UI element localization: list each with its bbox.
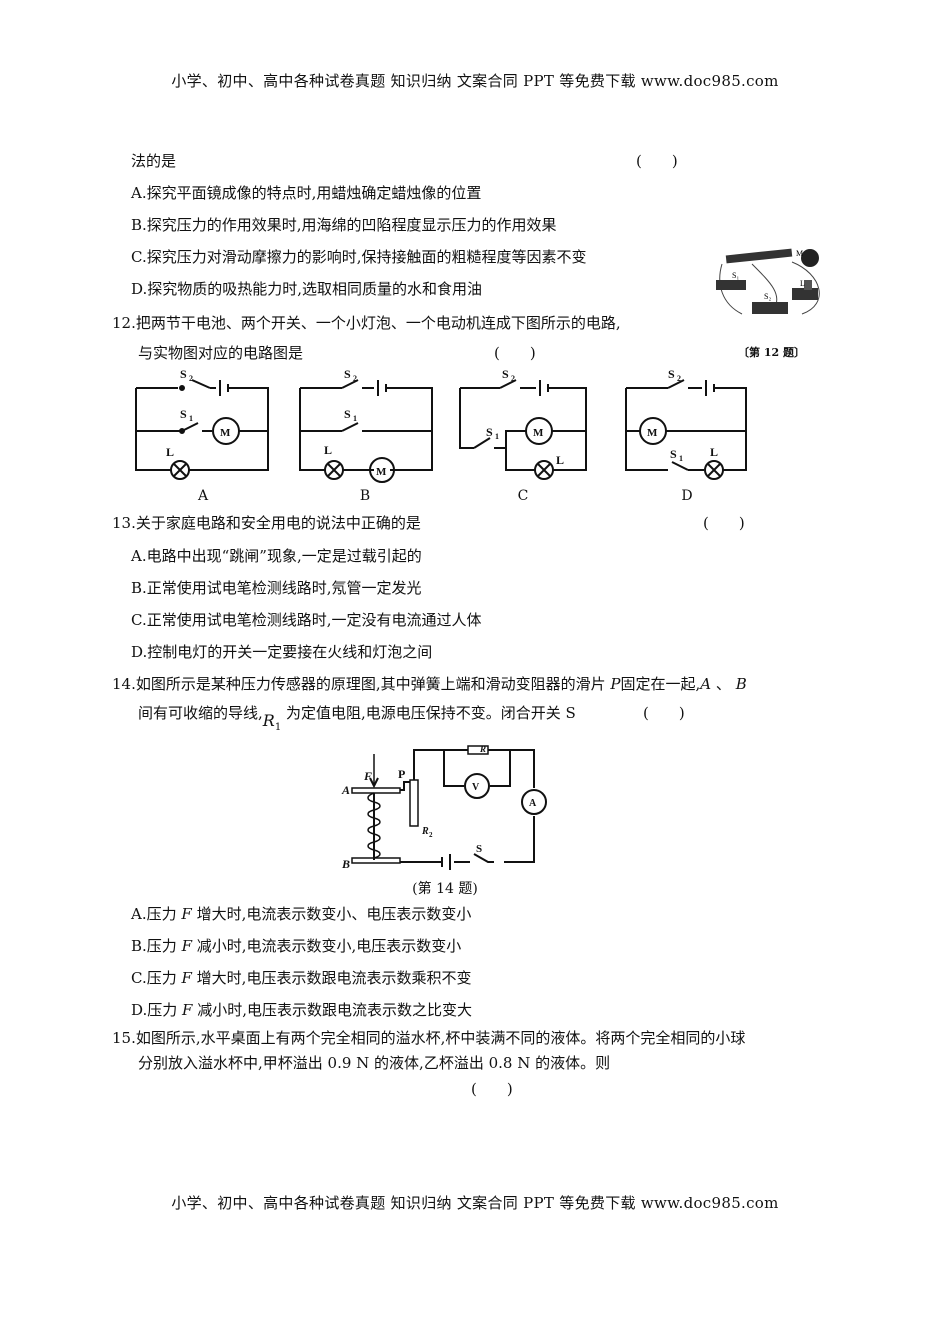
svg-text:1: 1 [189, 414, 193, 423]
q14-option-c: C.压力 F 增大时,电压表示数跟电流表示数乘积不变 [131, 969, 472, 987]
q15-answer-paren: ( ) [471, 1080, 513, 1098]
page-footer: 小学、初中、高中各种试卷真题 知识归纳 文案合同 PPT 等免费下载 www.d… [171, 1194, 779, 1212]
q12-stem-line1: 12.把两节干电池、两个开关、一个小灯泡、一个电动机连成下图所示的电路, [112, 314, 621, 332]
q11-option-a: A.探究平面镜成像的特点时,用蜡烛确定蜡烛像的位置 [131, 184, 482, 202]
photo-label-l: L [800, 279, 805, 288]
label-c-lamp: L [556, 453, 564, 467]
circuit-d [625, 379, 747, 480]
svg-text:A: A [341, 783, 350, 797]
q13-answer-paren: ( ) [703, 514, 745, 532]
q15-stem-line1: 15.如图所示,水平桌面上有两个完全相同的溢水杯,杯中装满不同的液体。将两个完全… [112, 1029, 746, 1047]
svg-text:1: 1 [495, 432, 499, 441]
label-a-s1: S [180, 407, 187, 421]
label-b-lamp: L [324, 443, 332, 457]
q13-stem: 13.关于家庭电路和安全用电的说法中正确的是 [112, 514, 421, 532]
q12-apparatus-figure: S₁ S₂ L M [712, 244, 832, 328]
q13-option-c: C.正常使用试电笔检测线路时,一定没有电流通过人体 [131, 611, 482, 629]
q14-figure-caption: (第 14 题) [412, 881, 478, 897]
page-header: 小学、初中、高中各种试卷真题 知识归纳 文案合同 PPT 等免费下载 www.d… [171, 72, 779, 90]
label-c-s1: S [486, 425, 493, 439]
label-c-s2: S [502, 367, 509, 381]
svg-text:2: 2 [353, 374, 357, 383]
choice-label-b: B [359, 488, 371, 504]
svg-text:2: 2 [677, 374, 681, 383]
svg-text:P: P [398, 767, 405, 781]
q12-figure-caption: 〔第 12 题〕 [738, 346, 805, 359]
q14-option-a: A.压力 F 增大时,电流表示数变小、电压表示数变小 [131, 905, 472, 923]
q14-option-b: B.压力 F 减小时,电流表示数变小,电压表示数变小 [131, 937, 462, 955]
photo-label-s2: S₂ [764, 292, 771, 301]
svg-text:B: B [341, 857, 350, 871]
circuit-a [135, 379, 269, 480]
q14-answer-paren: ( ) [643, 704, 685, 722]
svg-text:2: 2 [429, 831, 433, 839]
circuit-b [299, 379, 433, 483]
svg-text:2: 2 [189, 374, 193, 383]
q14-stem-line2: 间有可收缩的导线,R1 为定值电阻,电源电压保持不变。闭合开关 S [138, 704, 576, 733]
label-b-s2: S [344, 367, 351, 381]
label-d-s1: S [670, 447, 677, 461]
circuit-c [459, 379, 587, 480]
svg-text:R: R [421, 826, 429, 837]
q12-answer-paren: ( ) [494, 344, 536, 362]
photo-label-m: M [796, 249, 803, 258]
q13-option-b: B.正常使用试电笔检测线路时,氖管一定发光 [131, 579, 422, 597]
svg-text:1: 1 [679, 454, 683, 463]
label-b-s1: S [344, 407, 351, 421]
q11-stem-continued: 法的是 [131, 152, 177, 170]
label-a-lamp: L [166, 445, 174, 459]
svg-text:1: 1 [353, 414, 357, 423]
label-c-motor: M [533, 427, 544, 439]
q13-option-d: D.控制电灯的开关一定要接在火线和灯泡之间 [131, 643, 433, 661]
q12-stem-line2: 与实物图对应的电路图是 [138, 344, 304, 362]
svg-text:F: F [363, 769, 372, 783]
q11-option-d: D.探究物质的吸热能力时,选取相同质量的水和食用油 [131, 280, 483, 298]
q11-answer-paren: ( ) [636, 152, 678, 170]
svg-text:R: R [479, 744, 486, 754]
q15-stem-line2: 分别放入溢水杯中,甲杯溢出 0.9 N 的液体,乙杯溢出 0.8 N 的液体。则 [138, 1054, 611, 1072]
label-b-motor: M [376, 466, 387, 478]
label-d-lamp: L [710, 445, 718, 459]
label-a-motor: M [220, 427, 231, 439]
svg-text:2: 2 [511, 374, 515, 383]
q11-option-b: B.探究压力的作用效果时,用海绵的凹陷程度显示压力的作用效果 [131, 216, 557, 234]
choice-label-a: A [197, 488, 209, 504]
q13-option-a: A.电路中出现“跳闸”现象,一定是过载引起的 [131, 547, 422, 565]
choice-label-d: D [681, 488, 693, 504]
label-d-motor: M [647, 427, 658, 439]
q14-option-d: D.压力 F 减小时,电压表示数跟电流表示数之比变大 [131, 1001, 472, 1019]
svg-text:S: S [476, 843, 482, 855]
svg-text:V: V [472, 782, 480, 793]
label-a-s2: S [180, 367, 187, 381]
choice-label-c: C [517, 488, 529, 504]
photo-label-s1: S₁ [732, 271, 739, 280]
svg-text:A: A [529, 798, 537, 809]
q11-option-c: C.探究压力对滑动摩擦力的影响时,保持接触面的粗糙程度等因素不变 [131, 248, 587, 266]
label-d-s2: S [668, 367, 675, 381]
q14-stem-line1: 14.如图所示是某种压力传感器的原理图,其中弹簧上端和滑动变阻器的滑片 P固定在… [112, 675, 747, 693]
